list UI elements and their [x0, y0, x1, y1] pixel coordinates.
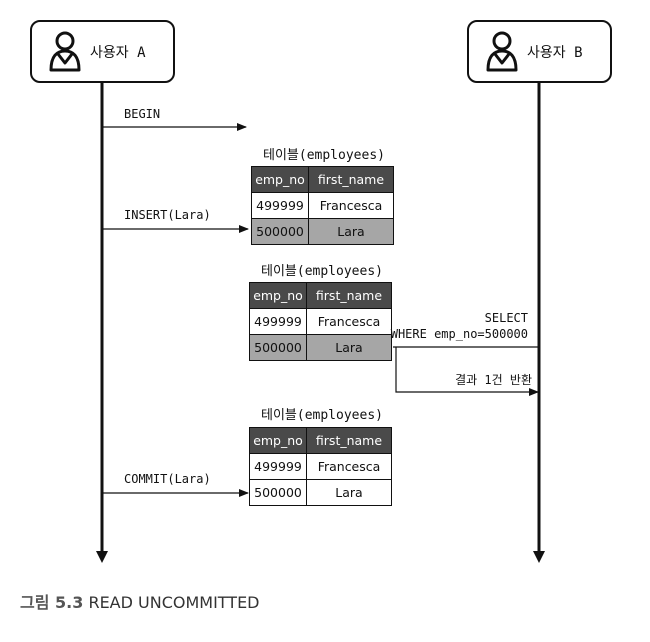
- table-row-uncommitted: 500000 Lara: [251, 218, 394, 245]
- table-row-uncommitted: 500000 Lara: [249, 334, 392, 361]
- column-header: emp_no: [249, 427, 307, 454]
- table-caption: 테이블(employees): [261, 264, 383, 279]
- table-cell: 500000: [251, 218, 309, 245]
- table-cell: 499999: [251, 192, 309, 219]
- user-icon: [49, 31, 81, 71]
- actor-user-a: 사용자 A: [30, 20, 175, 83]
- table-cell: Lara: [306, 479, 392, 506]
- table-cell: Lara: [308, 218, 394, 245]
- actor-a-label: 사용자 A: [90, 44, 146, 61]
- table-row: 500000 Lara: [249, 479, 392, 506]
- column-header: emp_no: [249, 282, 307, 309]
- figure-title: READ UNCOMMITTED: [88, 593, 260, 612]
- table-caption: 테이블(employees): [261, 408, 383, 423]
- table-cell: Lara: [306, 334, 392, 361]
- select-label-line2: WHERE emp_no=500000: [390, 327, 528, 341]
- table-cell: Francesca: [306, 453, 392, 480]
- actor-user-b: 사용자 B: [467, 20, 612, 83]
- table-caption: 테이블(employees): [263, 148, 385, 163]
- employees-table: emp_no first_name 499999 Francesca 50000…: [249, 282, 392, 361]
- column-header: emp_no: [251, 166, 309, 193]
- table-header-row: emp_no first_name: [251, 166, 394, 193]
- table-row: 499999 Francesca: [249, 308, 392, 335]
- begin-label: BEGIN: [124, 107, 161, 121]
- table-row: 499999 Francesca: [251, 192, 394, 219]
- result-arrow: [395, 347, 539, 396]
- result-label: 결과 1건 반환: [455, 373, 532, 387]
- table-cell: 500000: [249, 479, 307, 506]
- lifeline-b-arrowhead: [533, 551, 545, 563]
- table-cell: Francesca: [308, 192, 394, 219]
- table-row: 499999 Francesca: [249, 453, 392, 480]
- column-header: first_name: [306, 282, 392, 309]
- table-cell: 499999: [249, 453, 307, 480]
- table-header-row: emp_no first_name: [249, 427, 392, 454]
- employees-table: emp_no first_name 499999 Francesca 50000…: [249, 427, 392, 506]
- commit-label: COMMIT(Lara): [124, 472, 211, 486]
- table-cell: 499999: [249, 308, 307, 335]
- figure-number: 그림 5.3: [20, 593, 84, 612]
- select-label-line1: SELECT: [484, 311, 528, 325]
- actor-b-label: 사용자 B: [527, 44, 583, 61]
- column-header: first_name: [306, 427, 392, 454]
- user-icon: [486, 31, 518, 71]
- lifeline-a-arrowhead: [96, 551, 108, 563]
- insert-label: INSERT(Lara): [124, 208, 211, 222]
- figure-caption: 그림 5.3 READ UNCOMMITTED: [20, 589, 260, 613]
- table-cell: Francesca: [306, 308, 392, 335]
- table-header-row: emp_no first_name: [249, 282, 392, 309]
- employees-table: emp_no first_name 499999 Francesca 50000…: [251, 166, 394, 245]
- table-cell: 500000: [249, 334, 307, 361]
- column-header: first_name: [308, 166, 394, 193]
